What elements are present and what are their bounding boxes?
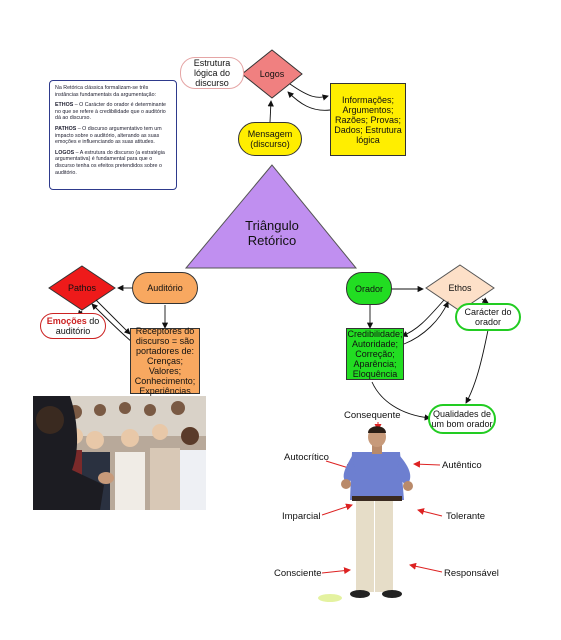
triangle-label: Triângulo Retórico — [245, 218, 299, 248]
quality-tolerante: Tolerante — [446, 511, 486, 522]
ethos-label: Ethos — [448, 283, 472, 293]
quality-autentico: Autêntico — [442, 460, 482, 471]
quality-responsavel: Responsável — [444, 568, 499, 579]
arrow-informacoes-logos — [287, 91, 331, 111]
emocoes-rest: do auditório — [55, 316, 100, 336]
note-pathos: PATHOS – O discurso argumentativo tem um… — [55, 126, 171, 146]
arrow-ethos-credibilidade — [401, 299, 445, 338]
arrow-mensagem-to-logos — [267, 100, 274, 123]
note-ethos-term: ETHOS — [55, 102, 74, 109]
note-logos-term: LOGOS — [55, 149, 75, 156]
arrow-consciente — [321, 567, 351, 575]
qualidades-box: Qualidades de um bom orador — [428, 404, 496, 434]
quality-consequente: Consequente — [344, 410, 401, 421]
credibilidade-box: Credibilidade; Autoridade; Correção; Apa… — [346, 328, 404, 380]
note-ethos-text: – O Carácter do orador é determinante no… — [55, 102, 166, 122]
informacoes-box: Informações; Argumentos; Razões; Provas;… — [330, 83, 406, 156]
emocoes-text: Emoções do auditório — [41, 316, 105, 336]
quality-consciente: Consciente — [274, 568, 322, 579]
logos-label: Logos — [259, 69, 285, 79]
auditorio-node: Auditório — [132, 272, 198, 304]
arrow-tolerante — [417, 508, 443, 517]
logos-diamond — [241, 49, 303, 99]
note-logos: LOGOS – A estrutura do discurso (a estra… — [55, 150, 171, 176]
arrow-logos-informacoes — [289, 83, 329, 101]
pathos-label: Pathos — [67, 283, 97, 293]
arrow-receptores-pathos — [91, 303, 133, 343]
note-ethos: ETHOS – O Carácter do orador é determina… — [55, 102, 171, 122]
rhetorical-triangle — [184, 164, 358, 269]
emocoes-box: Emoções do auditório — [40, 313, 106, 339]
quality-imparcial: Imparcial — [282, 511, 321, 522]
note-logos-text: – A estrutura do discurso (a estratégia … — [55, 149, 165, 176]
arrow-imparcial — [321, 503, 353, 516]
info-note: Na Retórica clássica formalizam-se três … — [49, 80, 177, 190]
receptores-box: Receptores do discurso = são portadores … — [130, 326, 200, 396]
orador-node: Orador — [346, 272, 392, 305]
emocoes-bold: Emoções — [46, 316, 87, 326]
note-intro: Na Retórica clássica formalizam-se três … — [55, 85, 156, 98]
quality-autocritico: Autocrítico — [284, 452, 329, 463]
estrutura-logica-box: Estrutura lógica do discurso — [180, 57, 244, 89]
speaker-figure — [318, 426, 413, 602]
arrow-pathos-receptores — [95, 299, 131, 335]
arrow-ethos-to-caracter — [481, 297, 489, 304]
arrow-credibilidade-ethos — [403, 301, 449, 345]
audience-photo — [33, 396, 206, 510]
arrow-autentico — [413, 460, 441, 468]
note-pathos-text: – O discurso argumentativo tem um impact… — [55, 125, 162, 146]
caracter-box: Carácter do orador — [455, 303, 521, 331]
note-pathos-term: PATHOS — [55, 125, 77, 132]
mensagem-node: Mensagem (discurso) — [238, 122, 302, 156]
arrow-responsavel — [409, 562, 443, 573]
arrow-caracter-to-qualidades — [465, 329, 489, 404]
arrow-credibilidade-to-qualidades — [371, 381, 431, 421]
